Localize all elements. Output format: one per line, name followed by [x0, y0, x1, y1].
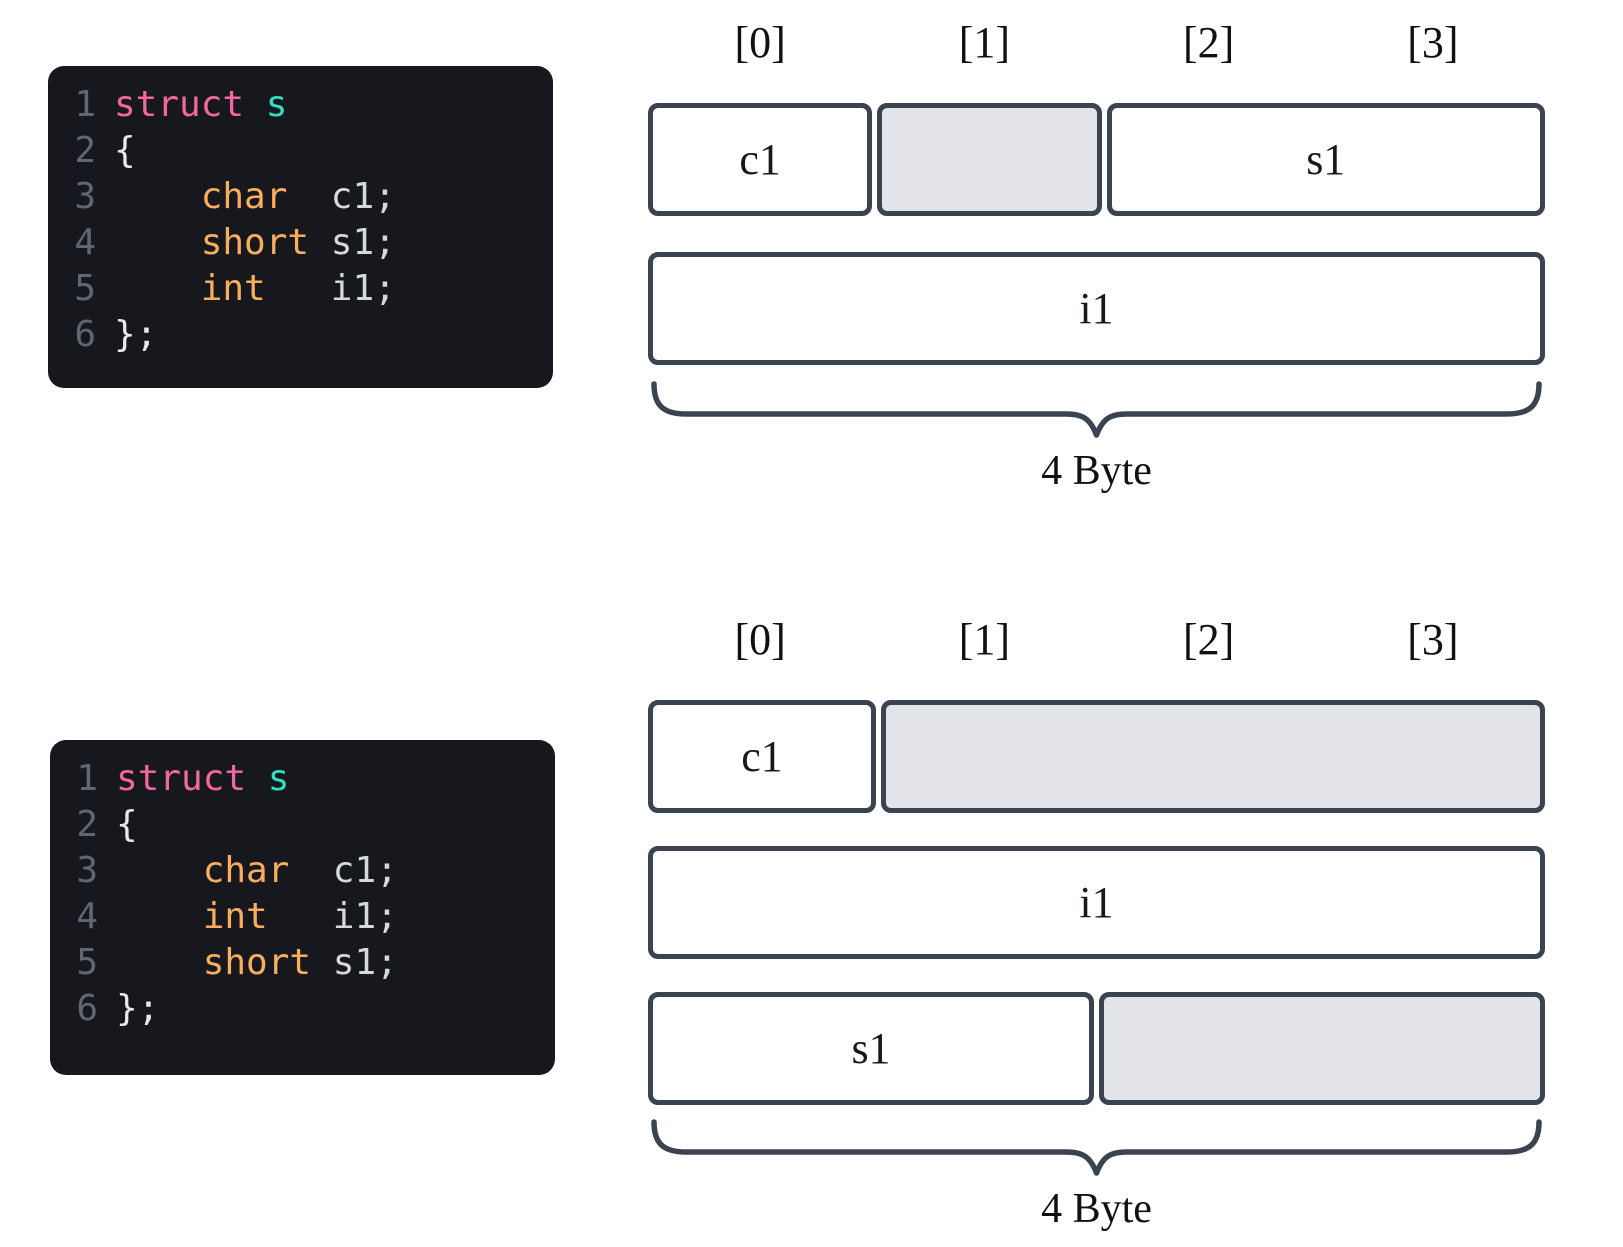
line-number: 5	[76, 942, 98, 983]
code-line: 3 char c1;	[72, 848, 555, 894]
code-line: 5 short s1;	[72, 940, 555, 986]
byte-index-label: [2]	[1182, 18, 1235, 67]
line-number: 5	[74, 268, 96, 309]
byte-index-label: [1]	[958, 18, 1011, 67]
cell-label: i1	[1079, 878, 1114, 927]
cell-label: i1	[1079, 284, 1114, 333]
memory-row-1-1: c1 s1	[648, 103, 1545, 216]
line-number: 1	[74, 84, 96, 125]
byte-index-label: [3]	[1407, 615, 1459, 664]
cell-label: s1	[1306, 135, 1346, 184]
memory-cell-padding	[1099, 992, 1545, 1105]
memory-cell-c1: c1	[648, 103, 873, 216]
memory-cell-padding	[881, 700, 1545, 813]
four-byte-underbrace	[648, 1116, 1545, 1176]
total-size-label-2: 4 Byte	[1041, 1186, 1152, 1232]
cell-label: s1	[851, 1024, 891, 1073]
four-byte-underbrace	[648, 378, 1545, 438]
code-line: 2{	[70, 128, 553, 174]
byte-index-labels-2: [0] [1] [2] [3]	[648, 618, 1545, 662]
memory-cell-i1: i1	[648, 846, 1545, 959]
line-number: 6	[74, 314, 96, 355]
byte-index-label: [0]	[734, 615, 786, 664]
memory-cell-c1: c1	[648, 700, 876, 813]
byte-index-label: [1]	[958, 615, 1011, 664]
memory-row-2-1: c1	[648, 700, 1545, 813]
cell-label: c1	[739, 135, 781, 184]
line-number: 2	[76, 804, 98, 845]
code-line: 4 short s1;	[70, 220, 553, 266]
byte-index-label: [2]	[1182, 615, 1235, 664]
memory-row-2-2: i1	[648, 846, 1545, 959]
line-number: 1	[76, 758, 98, 799]
memory-cell-s1: s1	[1106, 103, 1545, 216]
code-line: 6};	[70, 312, 553, 358]
cell-label: c1	[741, 732, 783, 781]
code-line: 4 int i1;	[72, 894, 555, 940]
line-number: 2	[74, 130, 96, 171]
line-number: 4	[74, 222, 96, 263]
code-line: 6};	[72, 986, 555, 1032]
byte-index-labels-1: [0] [1] [2] [3]	[648, 21, 1545, 65]
code-line: 5 int i1;	[70, 266, 553, 312]
code-line: 3 char c1;	[70, 174, 553, 220]
line-number: 3	[74, 176, 96, 217]
memory-cell-padding	[877, 103, 1102, 216]
byte-index-label: [0]	[734, 18, 786, 67]
memory-cell-s1: s1	[648, 992, 1094, 1105]
code-line: 2{	[72, 802, 555, 848]
line-number: 6	[76, 988, 98, 1029]
memory-row-2-3: s1	[648, 992, 1545, 1105]
memory-cell-i1: i1	[648, 252, 1545, 365]
byte-index-label: [3]	[1407, 18, 1459, 67]
memory-row-1-2: i1	[648, 252, 1545, 365]
line-number: 3	[76, 850, 98, 891]
line-number: 4	[76, 896, 98, 937]
total-size-label-1: 4 Byte	[1041, 448, 1152, 494]
